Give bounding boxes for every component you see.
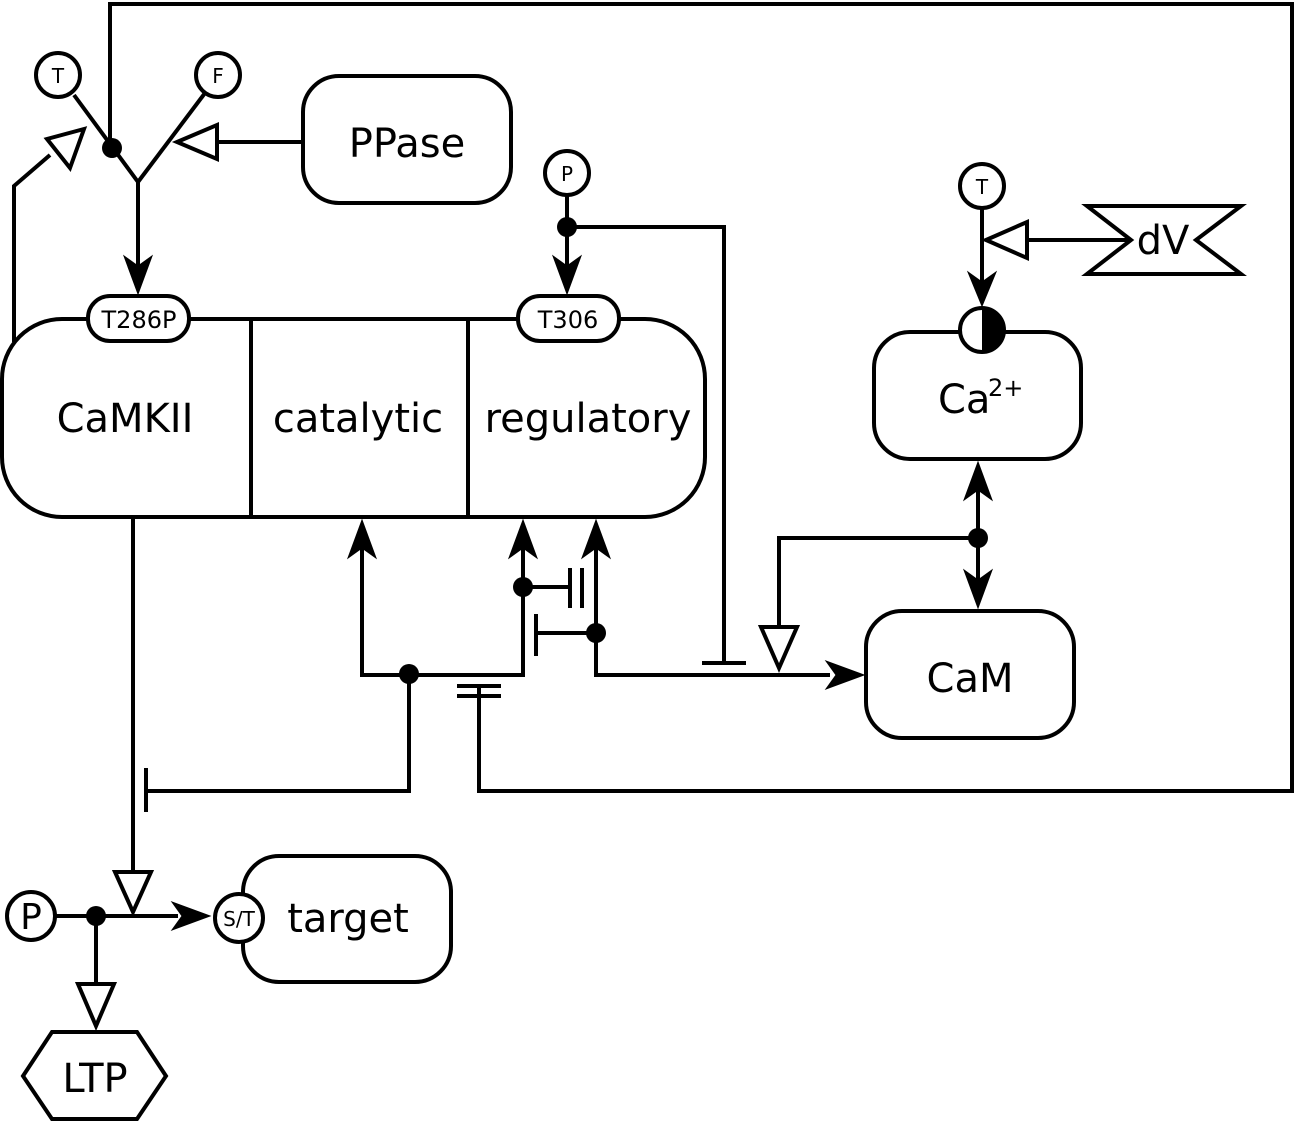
target-label: target — [287, 896, 409, 942]
to-cam-line — [594, 541, 830, 677]
arrowhead-regulatory-b — [580, 518, 612, 560]
dv-label: dV — [1137, 218, 1190, 264]
arrowhead-t306 — [551, 254, 583, 296]
terminal-t-ca-label: T — [975, 175, 989, 199]
dv-shape — [1081, 204, 1247, 276]
target-node: target S/T — [213, 854, 453, 984]
arrowhead-to-target — [170, 900, 212, 932]
catalytic-label: catalytic — [273, 396, 443, 442]
ca-label: Ca — [938, 377, 990, 423]
junction-dot — [102, 138, 122, 158]
junction-dot — [513, 577, 533, 597]
terminal-p-bottom-label: P — [20, 897, 42, 938]
terminal-t-label: T — [51, 64, 65, 88]
ca-node: Ca 2+ — [872, 306, 1083, 461]
arrowhead-cam-down — [962, 568, 994, 610]
cam-node: CaM — [864, 609, 1076, 740]
terminal-f-label: F — [212, 64, 224, 88]
camkii-autophosphorylation-line — [12, 153, 52, 342]
stimulation-triangle-ltp — [74, 982, 118, 1032]
catalytic-inhibition-line — [146, 675, 411, 793]
stimulation-triangle-cam — [757, 625, 801, 673]
camkii-label: CaMKII — [57, 396, 194, 442]
arrowhead-to-ca — [966, 270, 998, 308]
arrowhead-catalytic — [346, 518, 378, 560]
regulatory-label: regulatory — [485, 396, 692, 442]
ppase-box — [301, 74, 513, 205]
ppase-node: PPase — [301, 74, 513, 205]
target-site — [213, 892, 265, 944]
stimulation-triangle-dv — [981, 218, 1029, 262]
t306-inhibition-line — [567, 225, 726, 663]
ltp-label: LTP — [62, 1056, 127, 1102]
terminal-t-ca — [958, 162, 1006, 210]
ltp-node: LTP — [20, 1030, 169, 1121]
cam-box — [864, 609, 1076, 740]
terminal-t — [34, 51, 82, 99]
ppase-label: PPase — [349, 121, 465, 167]
junction-dot — [968, 528, 988, 548]
camkii-body — [0, 317, 707, 519]
arrowhead-to-cam — [824, 659, 866, 691]
dv-node: dV — [1081, 204, 1247, 276]
stimulation-triangles — [43, 121, 1029, 1032]
camkii-node: CaMKII catalytic regulatory T286P T306 — [0, 294, 707, 519]
stimulation-triangle-target — [111, 870, 155, 917]
terminal-f — [194, 51, 242, 99]
junction-dot — [557, 217, 577, 237]
edges — [12, 2, 1294, 984]
t-branch-line — [72, 93, 140, 184]
arrowhead-t286p — [122, 254, 154, 296]
ca-channel-fill — [982, 308, 1004, 352]
t286p-site — [86, 294, 191, 343]
cam-label: CaM — [927, 656, 1014, 702]
junction-dot — [399, 664, 419, 684]
target-site-label: S/T — [223, 907, 255, 931]
terminals: T F P T P — [5, 51, 1006, 942]
arrowhead-regulatory-a — [507, 518, 539, 560]
terminal-p-top — [543, 149, 591, 197]
junctions — [86, 138, 988, 926]
stimulation-triangle-ppase — [171, 121, 219, 163]
terminal-p-bottom — [5, 890, 57, 942]
t306-site — [516, 294, 621, 343]
t286p-label: T286P — [101, 306, 177, 334]
terminal-p-top-label: P — [561, 162, 573, 186]
t306-label: T306 — [537, 306, 598, 334]
stimulation-triangle-autophos — [43, 126, 88, 173]
ca-cam-stimulation-line — [777, 536, 978, 627]
junction-dot — [86, 906, 106, 926]
ltp-shape — [20, 1030, 169, 1121]
junction-dot — [586, 623, 606, 643]
arrowheads — [122, 254, 998, 932]
feedback-loop-line — [108, 2, 1294, 793]
ca-charge-label: 2+ — [988, 374, 1023, 402]
arrowhead-ca-up — [962, 460, 994, 502]
f-branch-line — [136, 91, 207, 184]
catalytic-activation-line — [360, 548, 525, 677]
